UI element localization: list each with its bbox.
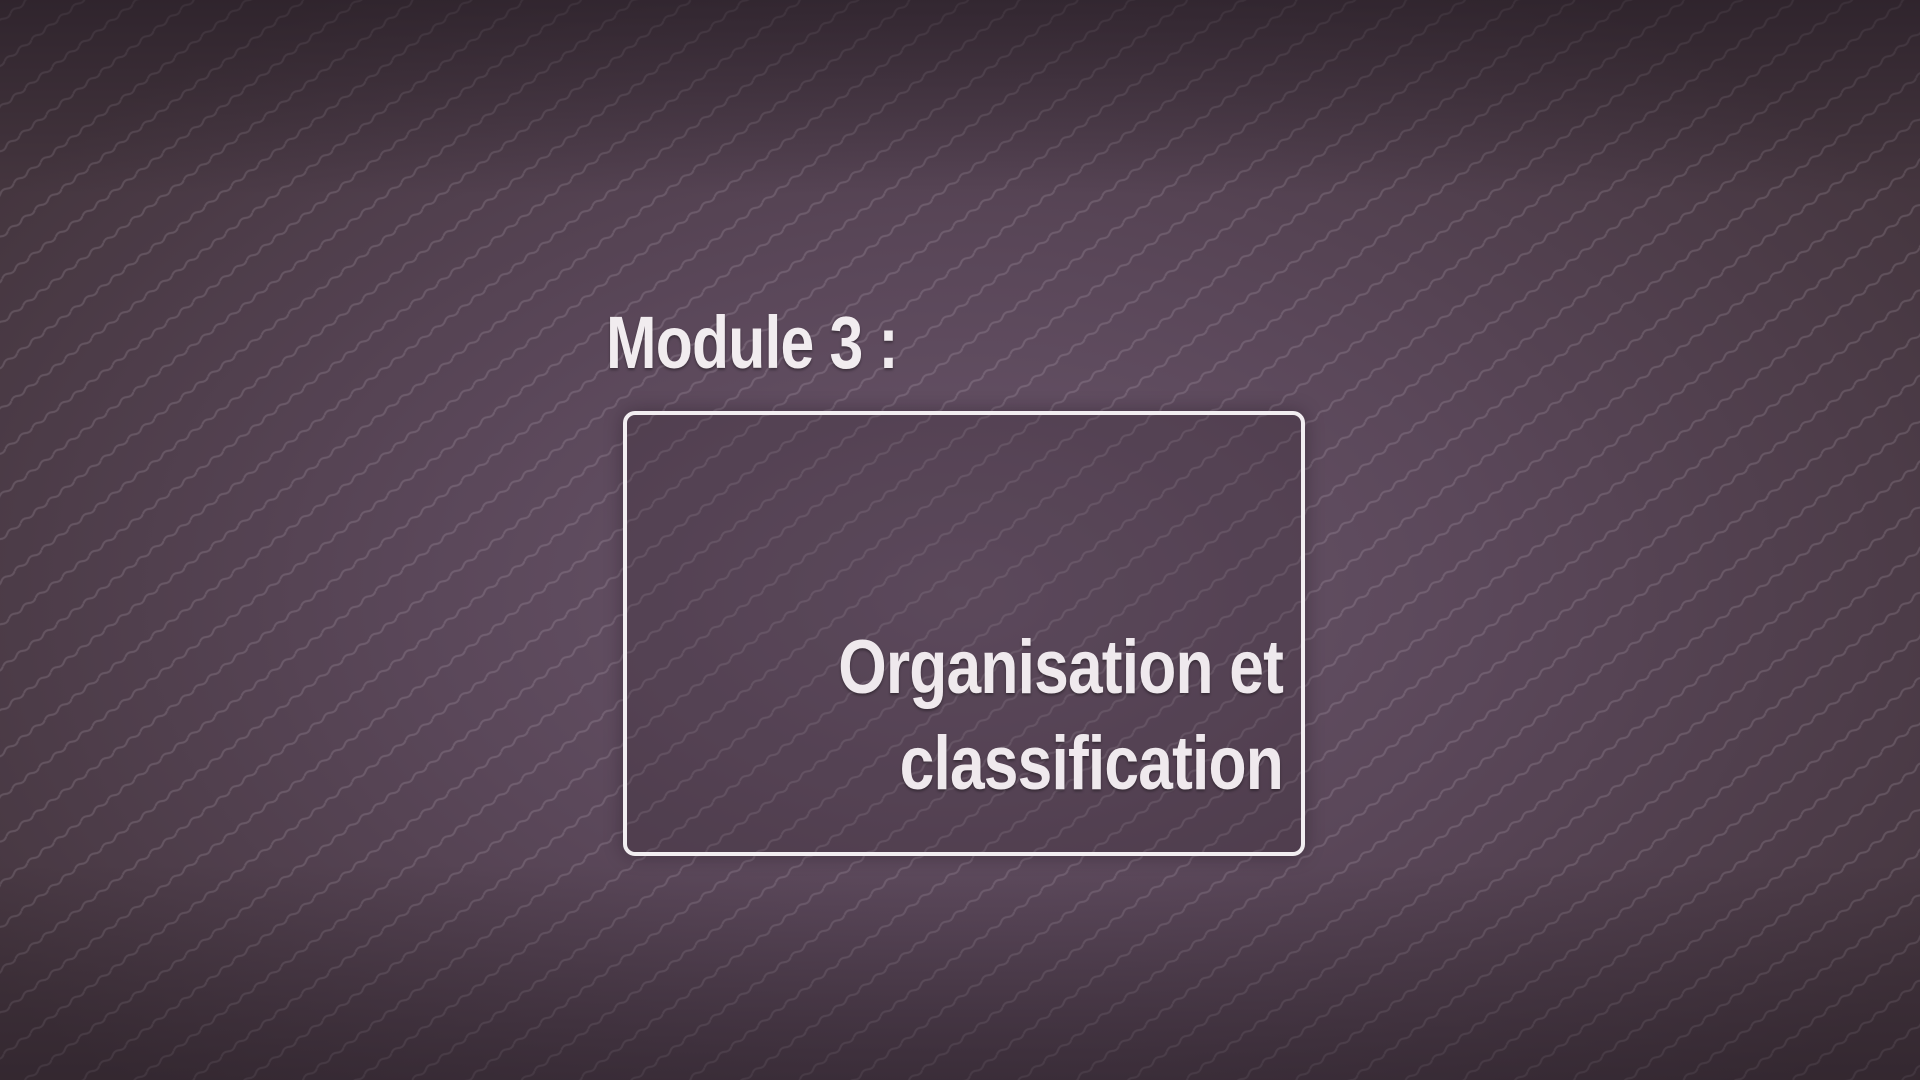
module-subtitle-line-2: classification bbox=[899, 721, 1284, 806]
module-title: Module 3 : bbox=[606, 301, 899, 384]
module-subtitle-line-1: Organisation et bbox=[838, 625, 1284, 710]
module-card: Organisation et classification bbox=[623, 411, 1305, 856]
module-subtitle: Organisation et classification bbox=[643, 620, 1284, 812]
